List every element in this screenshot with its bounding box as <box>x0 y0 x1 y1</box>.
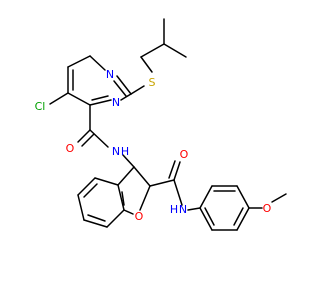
bond-c-n2 <box>173 179 183 206</box>
bond-c-o1 <box>77 129 91 143</box>
bond-ar-6 <box>199 207 213 231</box>
atom-n-amide2: N <box>179 203 187 216</box>
atom-o-amide2: O <box>180 148 189 161</box>
bond-c6-c7 <box>67 92 91 106</box>
bond-c4-c5 <box>67 55 91 68</box>
bond-ar-6-dbl <box>204 207 215 226</box>
bond-ar-1 <box>199 185 213 209</box>
bond-bz-2-dbl <box>83 183 98 198</box>
bond-c7a-o <box>123 209 134 215</box>
bond-o-me <box>271 193 287 203</box>
bond-ipr-1 <box>140 43 165 58</box>
atom-h-amide2: H <box>170 203 178 216</box>
bond-layer <box>49 18 287 231</box>
bond-n3-c4 <box>89 55 106 71</box>
bond-bz-3 <box>77 194 85 221</box>
bond-ar-4-dbl <box>233 207 244 226</box>
bond-s-c2 <box>130 85 145 95</box>
bond-c7-n1 <box>89 99 112 106</box>
atom-n-top: N <box>106 68 114 81</box>
bond-c2-n3 <box>116 75 132 95</box>
bond-bz-2 <box>77 177 96 196</box>
bond-bz-5 <box>106 209 125 228</box>
atom-o-methoxy: O <box>263 202 272 215</box>
bond-bz-4-dbl <box>87 214 106 222</box>
bond-n1-c3 <box>122 154 135 168</box>
bond-n2-aryl <box>187 207 201 211</box>
bond-c2-n3-dbl <box>113 80 127 97</box>
bond-c3-c3a <box>117 166 135 186</box>
bond-c-cl <box>49 92 69 105</box>
bond-s-ch <box>140 56 153 73</box>
bond-bz-1 <box>94 177 119 186</box>
atom-s: S <box>149 76 156 89</box>
bond-c2-o <box>139 185 151 211</box>
bond-c2-camide <box>149 179 175 187</box>
canvas-background <box>0 0 300 300</box>
bond-c-n1 <box>89 129 109 148</box>
bond-n1-c2 <box>120 93 132 101</box>
bond-c-o1-dbl <box>81 133 95 147</box>
atom-n-amide1: N <box>112 145 120 158</box>
atom-o-amide1: O <box>66 142 75 155</box>
bond-c3-c2 <box>133 166 151 187</box>
bond-c-o2-dbl <box>168 160 176 179</box>
bond-c7-n1-dbl <box>91 95 109 101</box>
bond-ar-3 <box>236 185 250 209</box>
bond-ipr-2 <box>163 43 187 58</box>
bond-c-o2 <box>173 161 181 181</box>
bond-bz-6-dbl <box>121 191 125 206</box>
atom-h-amide1: H <box>121 145 129 158</box>
molecule-diagram: S N N Cl O N H O N H O O <box>0 0 300 300</box>
atom-n-lower: N <box>112 96 120 109</box>
bond-bz-4 <box>83 219 108 228</box>
bond-ar-4 <box>236 207 250 231</box>
atom-o-furan: O <box>135 210 144 223</box>
atom-label-layer: S N N Cl O N H O N H O O <box>35 68 272 223</box>
structure-svg: S N N Cl O N H O N H O O <box>0 0 300 300</box>
bond-c3a-c7a <box>117 184 125 211</box>
atom-cl: Cl <box>35 100 46 113</box>
